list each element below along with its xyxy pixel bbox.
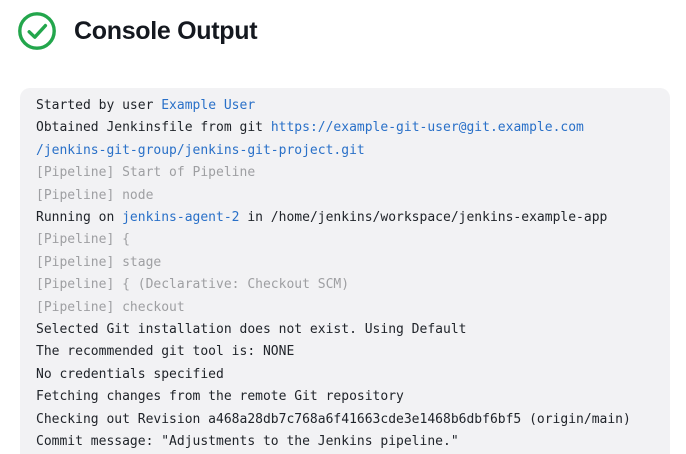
console-log-line: Commit message: "Adjustments to the Jenk… bbox=[36, 431, 654, 453]
log-text: Obtained Jenkinsfile from git bbox=[36, 120, 271, 136]
console-log-line: [Pipeline] node bbox=[36, 185, 654, 207]
log-text: [Pipeline] stage bbox=[36, 254, 162, 270]
log-link[interactable]: https://example-git-user@git.example.com bbox=[270, 120, 584, 136]
log-text: The recommended git tool is: NONE bbox=[36, 344, 295, 360]
console-log-line: [Pipeline] { (Declarative: Checkout SCM) bbox=[36, 274, 654, 296]
console-log-line: [Pipeline] stage bbox=[36, 252, 654, 274]
log-link[interactable]: /jenkins-git-group/jenkins-git-project.g… bbox=[36, 142, 365, 158]
console-log-line: Started by user Example User bbox=[36, 95, 654, 117]
success-check-icon bbox=[17, 11, 57, 51]
log-text: [Pipeline] checkout bbox=[36, 299, 185, 315]
page-title: Console Output bbox=[74, 16, 258, 45]
log-text: Fetching changes from the remote Git rep… bbox=[36, 389, 404, 405]
console-log-line: [Pipeline] checkout bbox=[36, 297, 654, 319]
log-text: [Pipeline] node bbox=[36, 187, 154, 203]
log-text: [Pipeline] { bbox=[36, 232, 130, 248]
console-log-line: Selected Git installation does not exist… bbox=[36, 319, 654, 341]
console-log-line: Obtained Jenkinsfile from git https://ex… bbox=[36, 117, 654, 139]
console-log-line: No credentials specified bbox=[36, 364, 654, 386]
log-text: [Pipeline] Start of Pipeline bbox=[36, 165, 256, 181]
console-log-line: /jenkins-git-group/jenkins-git-project.g… bbox=[36, 140, 654, 162]
log-text: [Pipeline] { (Declarative: Checkout SCM) bbox=[36, 277, 350, 293]
console-log-line: [Pipeline] { bbox=[36, 229, 654, 251]
log-text: Selected Git installation does not exist… bbox=[36, 322, 467, 338]
log-text: Commit message: "Adjustments to the Jenk… bbox=[36, 434, 459, 450]
console-log-line: Running on jenkins-agent-2 in /home/jenk… bbox=[36, 207, 654, 229]
log-text: in /home/jenkins/workspace/jenkins-examp… bbox=[239, 210, 608, 226]
log-text: No credentials specified bbox=[36, 366, 224, 382]
log-text: Checking out Revision a468a28db7c768a6f4… bbox=[36, 411, 631, 427]
console-log-line: [Pipeline] Start of Pipeline bbox=[36, 162, 654, 184]
console-log-line: Fetching changes from the remote Git rep… bbox=[36, 386, 654, 408]
log-link[interactable]: jenkins-agent-2 bbox=[122, 210, 240, 226]
log-text: Started by user bbox=[36, 98, 162, 113]
console-output-header: Console Output bbox=[17, 11, 258, 51]
console-log-line: The recommended git tool is: NONE bbox=[36, 341, 654, 363]
log-text: Running on bbox=[36, 210, 123, 226]
console-log-line: Checking out Revision a468a28db7c768a6f4… bbox=[36, 409, 654, 431]
log-link[interactable]: Example User bbox=[161, 98, 256, 113]
